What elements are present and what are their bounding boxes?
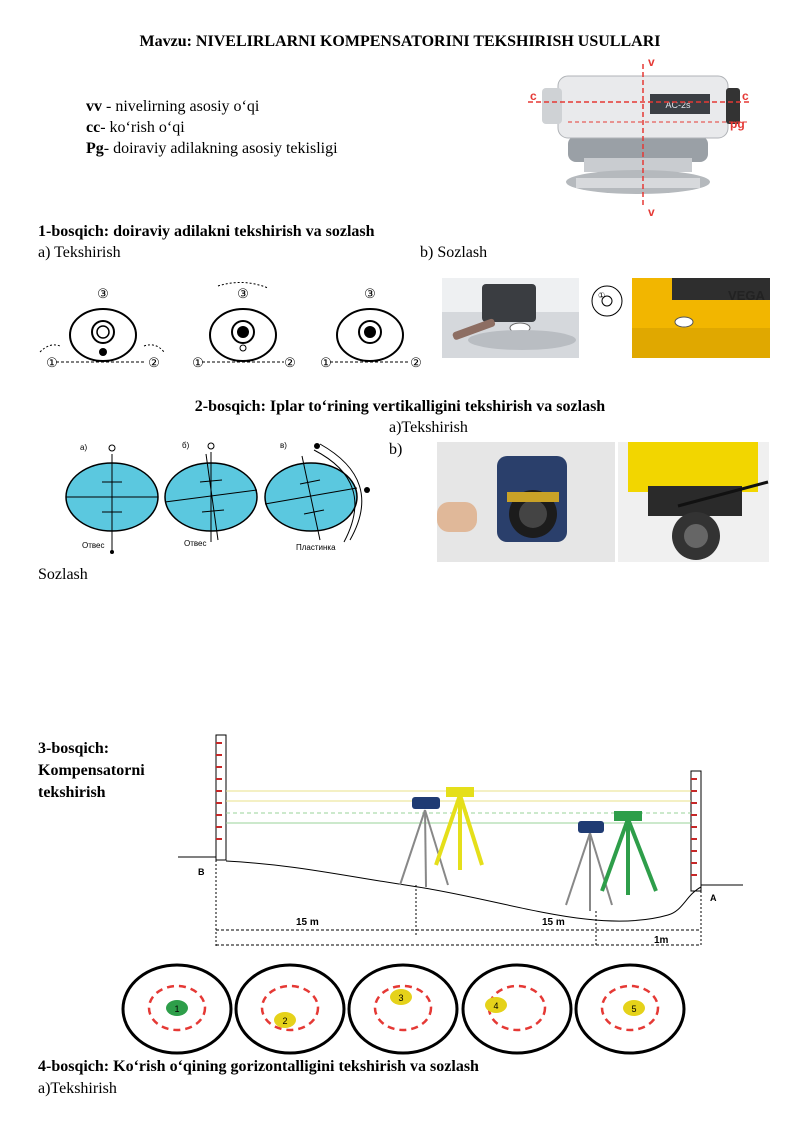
bubble-check-diagram-2: ③ ① ②	[192, 282, 296, 370]
c-left-label: c	[530, 89, 537, 103]
reticle-adjust-photo-1	[437, 442, 615, 562]
svg-text:③: ③	[364, 286, 376, 301]
bubble-adjust-photo-1	[442, 278, 579, 358]
circle-3-label: 3	[398, 993, 403, 1003]
svg-text:б): б)	[182, 441, 190, 450]
vega-brand-label: VEGA	[728, 288, 765, 303]
step1-adjust-label: b) Sozlash	[420, 244, 488, 261]
pg-label: pg	[730, 117, 745, 131]
point-a-label: A	[710, 893, 717, 903]
bubble-check-diagram-3: ③ ① ②	[320, 286, 422, 370]
v-top-label: v	[648, 55, 655, 69]
level-instrument-photo: AC-2s v v c c pg	[528, 55, 750, 219]
definitions-list: vv - nivelirning asosiy o‘qi cc- ko‘rish…	[86, 96, 338, 159]
compensator-check-diagram: B A 15 m 15 m 1m	[178, 734, 743, 947]
step2-check-label: a)Tekshirish	[389, 419, 468, 436]
brand-label: AC-2s	[665, 100, 691, 110]
definition-vv: vv - nivelirning asosiy o‘qi	[86, 98, 260, 115]
step3-heading: 3-bosqich: Kompensatorni tekshirish	[38, 740, 145, 801]
step2-heading: 2-bosqich: Iplar to‘rining vertikalligin…	[194, 398, 606, 415]
distance-1-label: 15 m	[296, 917, 319, 928]
bubble-adjust-icon: ①	[591, 285, 623, 317]
svg-text:Отвес: Отвес	[82, 541, 105, 550]
svg-text:в): в)	[280, 441, 287, 450]
circle-4-label: 4	[493, 1001, 498, 1011]
circle-1-label: 1	[174, 1004, 179, 1014]
step4-heading: 4-bosqich: Ko‘rish o‘qining gorizontalli…	[38, 1058, 479, 1075]
svg-text:①: ①	[320, 355, 332, 370]
step4-check-label: a)Tekshirish	[38, 1080, 117, 1097]
svg-text:②: ②	[148, 355, 160, 370]
step1-check-label: a) Tekshirish	[38, 244, 121, 261]
svg-text:③: ③	[97, 286, 109, 301]
svg-text:②: ②	[284, 355, 296, 370]
reticle-check-diagram: а) Отвес б) Отвес в) Пластинка	[65, 441, 370, 554]
step2-b-label: b)	[389, 441, 403, 458]
reticle-adjust-photo-2	[618, 442, 769, 562]
svg-text:а): а)	[80, 443, 87, 452]
circle-5-label: 5	[631, 1004, 636, 1014]
definition-pg: Pg- doiraviy adilakning asosiy tekisligi	[86, 140, 338, 157]
svg-text:①: ①	[46, 355, 58, 370]
v-bottom-label: v	[648, 205, 655, 219]
point-b-label: B	[198, 867, 205, 877]
svg-text:②: ②	[410, 355, 422, 370]
distance-3-label: 1m	[654, 935, 669, 946]
bubble-positions-diagram: 1 2 3 4 5	[121, 963, 686, 1055]
svg-text:①: ①	[192, 355, 204, 370]
definition-cc: cc- ko‘rish o‘qi	[86, 119, 185, 136]
step2-adjust-label: Sozlash	[38, 566, 88, 583]
page-title: Mavzu: NIVELIRLARNI KOMPENSATORINI TEKSH…	[139, 33, 661, 50]
step1-heading: 1-bosqich: doiraviy adilakni tekshirish …	[38, 223, 375, 240]
svg-text:①: ①	[598, 291, 605, 300]
circle-2-label: 2	[282, 1016, 287, 1026]
svg-text:Пластинка: Пластинка	[296, 543, 336, 552]
bubble-adjust-photo-2: VEGA	[632, 278, 770, 358]
bubble-check-diagram-1: ③ ① ②	[39, 286, 165, 370]
svg-text:③: ③	[237, 286, 249, 301]
svg-text:Отвес: Отвес	[184, 539, 207, 548]
distance-2-label: 15 m	[542, 917, 565, 928]
c-right-label: c	[742, 89, 749, 103]
